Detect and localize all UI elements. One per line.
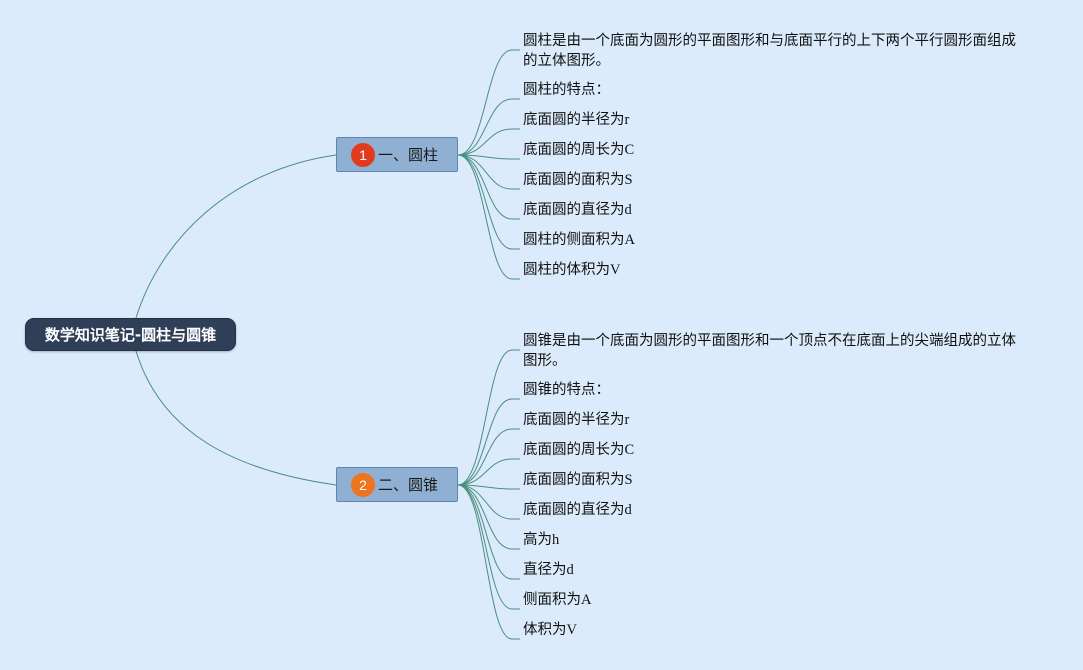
topic-cone[interactable]: 2 二、圆锥: [336, 467, 458, 502]
cone-leaf-connector-7: [457, 484, 520, 580]
cone-features[interactable]: 圆锥的特点：: [523, 382, 610, 398]
cylinder-volume[interactable]: 圆柱的体积为V: [523, 262, 621, 278]
cone-diameter[interactable]: 直径为d: [523, 562, 574, 578]
root-to-cone-connector: [135, 350, 337, 486]
priority-1-icon: 1: [351, 142, 375, 167]
cylinder-base-area[interactable]: 底面圆的面积为S: [523, 172, 633, 188]
cylinder-leaf-connector-0: [457, 49, 520, 156]
cone-leaf-connector-5: [457, 484, 520, 520]
cone-leaf-connector-2: [457, 428, 520, 486]
cylinder-base-circumference[interactable]: 底面圆的周长为C: [523, 142, 635, 158]
cone-leaf-connector-8: [457, 484, 520, 610]
cone-base-circumference[interactable]: 底面圆的周长为C: [523, 442, 635, 458]
cone-lateral-area[interactable]: 侧面积为A: [523, 592, 592, 608]
cone-base-area[interactable]: 底面圆的面积为S: [523, 472, 633, 488]
cone-base-diameter[interactable]: 底面圆的直径为d: [523, 502, 632, 518]
cone-leaf-connector-1: [457, 398, 520, 486]
cylinder-leaf-connector-3: [457, 154, 520, 160]
cone-definition[interactable]: 圆锥是由一个底面为圆形的平面图形和一个顶点不在底面上的尖端组成的立体图形。: [523, 333, 1016, 369]
root-topic[interactable]: 数学知识笔记-圆柱与圆锥: [25, 318, 236, 351]
cylinder-leaf-connector-4: [457, 154, 520, 190]
cone-leaf-connector-4: [457, 484, 520, 490]
cylinder-lateral-area[interactable]: 圆柱的侧面积为A: [523, 232, 635, 248]
priority-2-icon: 2: [351, 472, 375, 497]
cone-leaf-connector-3: [457, 458, 520, 486]
topic-cone-label: 二、圆锥: [378, 476, 439, 494]
cylinder-features[interactable]: 圆柱的特点：: [523, 82, 610, 98]
cone-leaf-connector-0: [457, 349, 520, 486]
root-topic-label: 数学知识笔记-圆柱与圆锥: [44, 326, 217, 344]
cone-leaf-connector-6: [457, 484, 520, 550]
cylinder-leaf-connector-1: [457, 98, 520, 156]
cylinder-definition[interactable]: 圆柱是由一个底面为圆形的平面图形和与底面平行的上下两个平行圆形面组成的立体图形。: [523, 33, 1016, 69]
cone-height[interactable]: 高为h: [523, 532, 560, 548]
cone-leaf-connector-9: [457, 484, 520, 640]
cylinder-leaf-connector-7: [457, 154, 520, 280]
cylinder-leaf-connector-5: [457, 154, 520, 220]
cone-base-radius[interactable]: 底面圆的半径为r: [523, 412, 630, 428]
topic-cylinder-label: 一、圆柱: [378, 146, 439, 164]
cylinder-base-diameter[interactable]: 底面圆的直径为d: [523, 202, 632, 218]
cone-volume[interactable]: 体积为V: [523, 622, 577, 638]
topic-cylinder[interactable]: 1 一、圆柱: [336, 137, 458, 172]
root-to-cylinder-connector: [135, 154, 337, 319]
cylinder-base-radius[interactable]: 底面圆的半径为r: [523, 112, 630, 128]
cylinder-leaf-connector-2: [457, 128, 520, 156]
cylinder-leaf-connector-6: [457, 154, 520, 250]
